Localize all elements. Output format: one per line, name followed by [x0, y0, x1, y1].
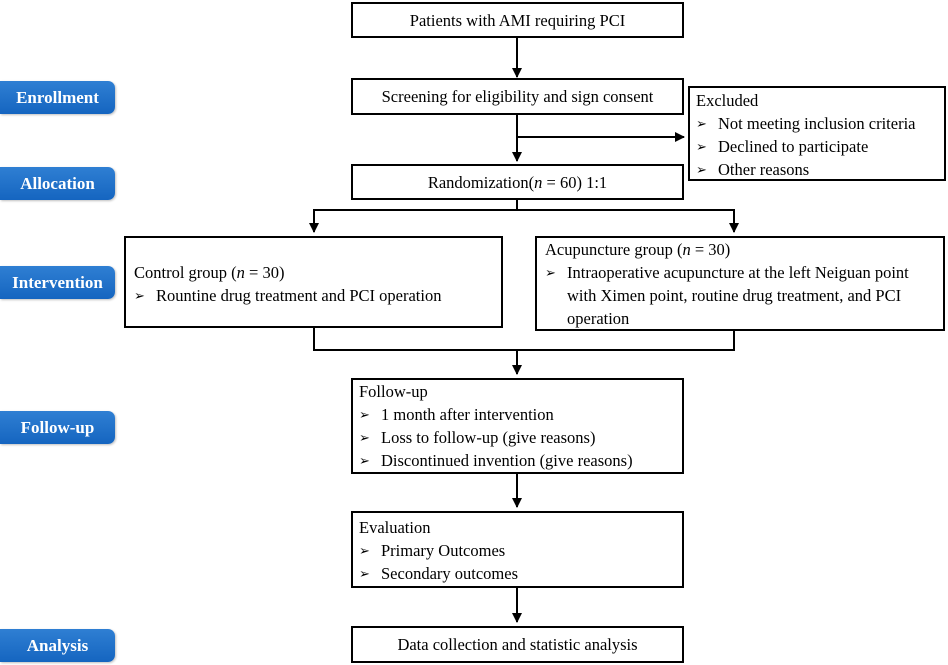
randomization-box: Randomization(n = 60) 1:1 — [351, 164, 684, 200]
bullet-arrow-icon: ➢ — [359, 407, 370, 422]
arrow-to-control — [309, 199, 518, 233]
bullet-arrow-icon: ➢ — [359, 543, 370, 558]
excluded-box: Excluded ➢Not meeting inclusion criteria… — [688, 86, 946, 181]
excluded-item: ➢Not meeting inclusion criteria — [696, 114, 916, 133]
followup-item: ➢1 month after intervention — [359, 405, 554, 424]
acupuncture-group-title: Acupuncture group (n = 30) — [545, 240, 731, 259]
stage-label-analysis: Analysis — [0, 629, 115, 662]
control-list: ➢Rountine drug treatment and PCI operati… — [134, 284, 501, 307]
acupuncture-group-box: Acupuncture group (n = 30) ➢Intraoperati… — [535, 236, 945, 331]
analysis-box: Data collection and statistic analysis — [351, 626, 684, 663]
acupuncture-list: ➢Intraoperative acupuncture at the left … — [545, 261, 943, 330]
analysis-label: Data collection and statistic analysis — [397, 635, 638, 654]
evaluation-title: Evaluation — [359, 518, 431, 537]
bullet-arrow-icon: ➢ — [696, 116, 707, 131]
patients-box: Patients with AMI requiring PCI — [351, 2, 684, 38]
control-group-title: Control group (n = 30) — [134, 263, 285, 282]
bullet-arrow-icon: ➢ — [545, 265, 556, 280]
stage-label-followup: Follow-up — [0, 411, 115, 444]
bullet-arrow-icon: ➢ — [696, 162, 707, 177]
followup-box: Follow-up ➢1 month after intervention ➢L… — [351, 378, 684, 474]
merge-line — [313, 327, 735, 351]
bullet-arrow-icon: ➢ — [359, 430, 370, 445]
stage-label-enrollment: Enrollment — [0, 81, 115, 114]
evaluation-box: Evaluation ➢Primary Outcomes ➢Secondary … — [351, 511, 684, 588]
patients-label: Patients with AMI requiring PCI — [409, 10, 626, 30]
bullet-arrow-icon: ➢ — [134, 288, 145, 303]
randomization-label: Randomization(n = 60) 1:1 — [427, 172, 608, 192]
stage-label-intervention: Intervention — [0, 266, 115, 299]
evaluation-item: ➢Secondary outcomes — [359, 564, 519, 583]
screening-label: Screening for eligibility and sign conse… — [381, 87, 654, 106]
followup-list: ➢1 month after intervention ➢Loss to fol… — [359, 403, 682, 472]
control-group-box: Control group (n = 30) ➢Rountine drug tr… — [124, 236, 503, 328]
stage-label-allocation: Allocation — [0, 167, 115, 200]
acupuncture-item: ➢Intraoperative acupuncture at the left … — [545, 263, 909, 328]
excluded-list: ➢Not meeting inclusion criteria ➢Decline… — [696, 112, 944, 181]
arrow-to-acupuncture — [517, 209, 739, 233]
bullet-arrow-icon: ➢ — [359, 566, 370, 581]
excluded-title: Excluded — [696, 91, 759, 110]
screening-box: Screening for eligibility and sign conse… — [351, 78, 684, 115]
evaluation-list: ➢Primary Outcomes ➢Secondary outcomes — [359, 539, 682, 585]
excluded-item: ➢Other reasons — [696, 160, 810, 179]
bullet-arrow-icon: ➢ — [696, 139, 707, 154]
excluded-item: ➢Declined to participate — [696, 137, 869, 156]
followup-item: ➢Discontinued invention (give reasons) — [359, 451, 633, 470]
control-item: ➢Rountine drug treatment and PCI operati… — [134, 286, 442, 305]
bullet-arrow-icon: ➢ — [359, 453, 370, 468]
evaluation-item: ➢Primary Outcomes — [359, 541, 506, 560]
followup-item: ➢Loss to follow-up (give reasons) — [359, 428, 596, 447]
followup-title: Follow-up — [359, 382, 428, 401]
